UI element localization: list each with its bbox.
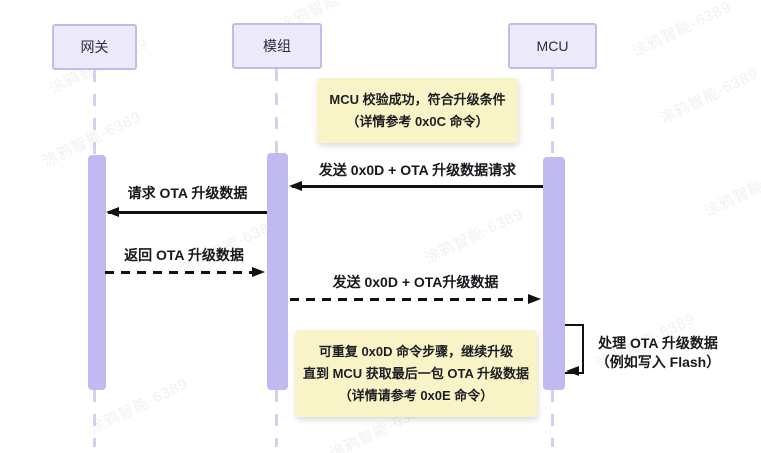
note-line: 直到 MCU 获取最后一包 OTA 升级数据 bbox=[302, 365, 530, 381]
arrowhead-left-icon bbox=[289, 181, 302, 191]
message-label-return-ota-data: 返回 OTA 升级数据 bbox=[124, 247, 244, 263]
actor-box-mcu: MCU bbox=[508, 23, 597, 69]
lifeline-mcu bbox=[551, 69, 554, 157]
note-line: 可重复 0x0D 命令步骤，继续升级 bbox=[318, 343, 514, 359]
actor-box-module: 模组 bbox=[232, 23, 322, 69]
note-upgrade-condition: MCU 校验成功，符合升级条件 （详情参考 0x0C 命令） bbox=[317, 78, 518, 143]
message-label-send-ota-data: 发送 0x0D + OTA升级数据 bbox=[332, 274, 499, 290]
message-line-dashed bbox=[290, 298, 528, 301]
lifeline-mcu bbox=[551, 390, 554, 447]
activation-bar-gateway bbox=[88, 155, 106, 390]
self-message-line: （例如写入 Flash） bbox=[595, 354, 721, 370]
activation-bar-module bbox=[267, 153, 288, 390]
note-repeat-command: 可重复 0x0D 命令步骤，继续升级 直到 MCU 获取最后一包 OTA 升级数… bbox=[295, 330, 537, 417]
message-line bbox=[292, 185, 543, 188]
message-line bbox=[108, 211, 267, 214]
arrowhead-left-icon bbox=[106, 207, 119, 217]
note-line: MCU 校验成功，符合升级条件 bbox=[329, 91, 506, 107]
watermark: 涂鸦智能-6389 bbox=[657, 65, 761, 128]
arrowhead-left-icon bbox=[566, 366, 579, 376]
lifeline-module bbox=[275, 390, 278, 447]
actor-label-mcu: MCU bbox=[536, 38, 569, 54]
watermark: 涂鸦智能-6389 bbox=[630, 0, 735, 61]
actor-label-gateway: 网关 bbox=[80, 39, 109, 55]
activation-bar-mcu bbox=[543, 157, 565, 390]
arrowhead-right-icon bbox=[528, 294, 541, 304]
self-message-line: 处理 OTA 升级数据 bbox=[598, 335, 718, 351]
arrowhead-right-icon bbox=[252, 267, 265, 277]
watermark: 涂鸦智能-6389 bbox=[422, 205, 527, 268]
message-label-ota-data-request: 发送 0x0D + OTA 升级数据请求 bbox=[318, 162, 517, 178]
watermark: 涂鸦智能-6389 bbox=[702, 158, 761, 221]
note-line: （详情参考 0x0C 命令） bbox=[346, 113, 489, 129]
actor-box-gateway: 网关 bbox=[52, 24, 137, 70]
lifeline-gateway bbox=[93, 70, 96, 155]
self-message-label-process-ota: 处理 OTA 升级数据 （例如写入 Flash） bbox=[588, 334, 728, 372]
lifeline-gateway bbox=[93, 390, 96, 447]
message-line-dashed bbox=[105, 271, 252, 274]
actor-label-module: 模组 bbox=[263, 38, 291, 54]
message-label-request-ota-data: 请求 OTA 升级数据 bbox=[127, 185, 248, 201]
lifeline-module bbox=[275, 69, 278, 153]
note-line: （详情请参考 0x0E 命令） bbox=[338, 387, 494, 403]
